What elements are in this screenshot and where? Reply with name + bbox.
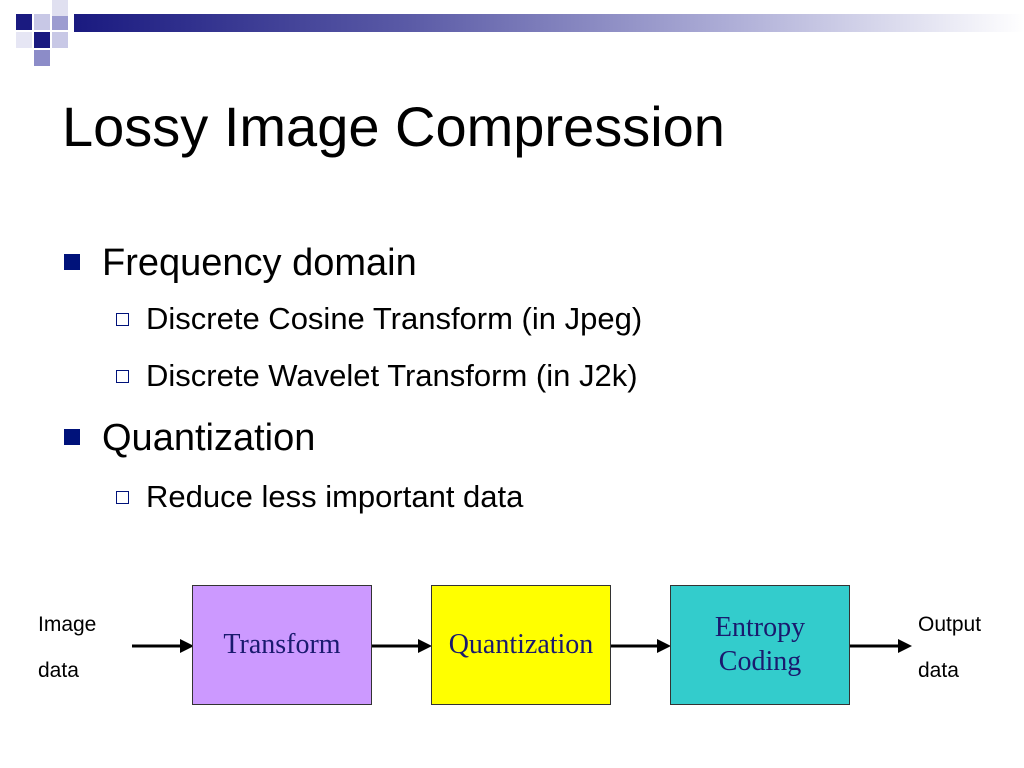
arrow-icon [850, 639, 912, 653]
arrow-icon [372, 639, 432, 653]
deco-square [34, 50, 50, 66]
input-label-line1: Image [38, 613, 97, 636]
deco-square [34, 14, 50, 30]
hollow-square-bullet-icon [116, 370, 129, 383]
bullet-text: Quantization [102, 417, 316, 459]
gradient-bar [74, 14, 1024, 32]
input-label-line2: data [38, 659, 79, 682]
slide-title: Lossy Image Compression [62, 95, 725, 158]
bullet-text: Frequency domain [102, 242, 417, 284]
deco-square [52, 32, 68, 48]
block-label: Transform [223, 629, 341, 661]
output-label-line1: Output [918, 613, 982, 636]
hollow-square-bullet-icon [116, 491, 129, 504]
block-label-line2: Coding [718, 646, 802, 677]
hollow-square-bullet-icon [116, 313, 129, 326]
block-label-line1: Entropy [714, 612, 806, 644]
deco-square [34, 32, 50, 48]
sub-bullet-text: Discrete Wavelet Transform (in J2k) [146, 358, 638, 393]
sub-bullet-text: Reduce less important data [146, 479, 524, 514]
deco-square [52, 0, 68, 16]
square-bullet-icon [64, 429, 80, 445]
arrow-icon [132, 639, 194, 653]
arrow-icon [611, 639, 671, 653]
entropy-coding-block: Entropy Coding [670, 585, 850, 705]
sub-bullet-text: Discrete Cosine Transform (in Jpeg) [146, 301, 643, 336]
block-label: Quantization [448, 629, 594, 661]
deco-square [16, 32, 32, 48]
quantization-block: Quantization [431, 585, 611, 705]
bullet-list: Frequency domain Discrete Cosine Transfo… [64, 242, 643, 514]
transform-block: Transform [192, 585, 372, 705]
output-label-line2: data [918, 659, 959, 682]
square-bullet-icon [64, 254, 80, 270]
deco-square [52, 14, 68, 30]
deco-square [16, 14, 32, 30]
